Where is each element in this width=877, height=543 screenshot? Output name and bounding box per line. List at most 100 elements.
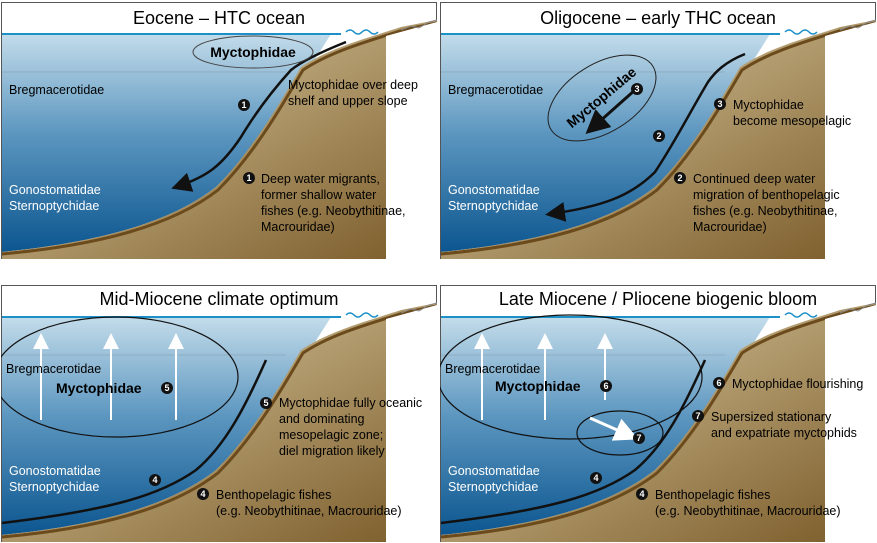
marker-7-number: 7 xyxy=(636,433,641,443)
note-line: Myctophidae flourishing xyxy=(732,377,863,391)
bregmacerotidae-label: Bregmacerotidae xyxy=(445,362,540,376)
note-line: Supersized stationary xyxy=(711,410,832,424)
note-line: fishes (e.g. Neobythitinae, xyxy=(693,204,838,218)
panel-mid-miocene: Mid-Miocene climate optimum Bregmaceroti… xyxy=(1,285,437,542)
note-lines: Myctophidae flourishing xyxy=(732,377,863,391)
panel-late-miocene: Late Miocene / Pliocene biogenic bloom B… xyxy=(440,285,876,542)
sternoptychidae-label: Sternoptychidae xyxy=(448,199,538,213)
gonostomatidae-label: Gonostomatidae xyxy=(9,183,101,197)
descent-arrow xyxy=(585,88,636,134)
seafloor-bottom xyxy=(440,21,876,256)
marker-4-number: 4 xyxy=(152,475,157,485)
seafloor-sediment xyxy=(2,20,437,259)
seafloor-sediment xyxy=(441,20,876,259)
land-area xyxy=(386,22,437,259)
coastline xyxy=(839,19,876,31)
migration-arrow xyxy=(545,52,746,222)
note-6-marker-icon xyxy=(713,377,725,389)
sternoptychidae-label: Sternoptychidae xyxy=(448,480,538,494)
note-6-marker-number: 6 xyxy=(716,378,721,388)
note-line: Myctophidae fully oceanic xyxy=(279,396,422,410)
gonostomatidae-label: Gonostomatidae xyxy=(9,464,101,478)
gonostomatidae-label: Gonostomatidae xyxy=(448,183,540,197)
marker-2-number: 2 xyxy=(656,131,661,141)
note-5-marker-icon xyxy=(260,397,272,409)
marker-5-number: 5 xyxy=(164,383,169,393)
myctophidae-label: Myctophidae xyxy=(495,378,581,394)
note-line: (e.g. Neobythitinae, Macrouridae) xyxy=(655,504,841,518)
note-5-marker-number: 5 xyxy=(263,398,268,408)
mesopelagic-ellipse xyxy=(1,316,239,438)
note-line: Macrouridae) xyxy=(261,220,335,234)
benthic-path xyxy=(1,359,268,525)
note-4-marker-number: 4 xyxy=(200,489,205,499)
note-lines: Deep water migrants, former shallow wate… xyxy=(261,172,409,234)
note-line: Macrouridae) xyxy=(693,220,767,234)
myctophidae-ellipse xyxy=(547,54,657,142)
note-line: Myctophidae xyxy=(733,98,804,112)
mesopelagic-ellipse xyxy=(440,314,703,440)
note-7-marker-icon xyxy=(692,410,704,422)
note-4-marker-icon xyxy=(197,488,209,500)
waves-icon xyxy=(784,29,818,35)
marker-6-icon xyxy=(600,380,612,392)
note-line: former shallow water xyxy=(261,188,376,202)
panel-title: Mid-Miocene climate optimum xyxy=(99,289,338,309)
marker-3-icon xyxy=(631,83,643,95)
note-line: Deep water migrants, xyxy=(261,172,380,186)
note-2-marker-icon xyxy=(674,172,686,184)
myctophidae-label: Myctophidae xyxy=(56,380,142,396)
note-3-marker-number: 3 xyxy=(717,99,722,109)
panel-oligocene-diagram: Oligocene – early THC ocean Myctophidae … xyxy=(440,2,876,259)
sternoptychidae-label: Sternoptychidae xyxy=(9,199,99,213)
migration-arrow xyxy=(171,40,347,192)
myctophidae-label: Myctophidae xyxy=(210,44,296,60)
note-lines: Benthopelagic fishes (e.g. Neobythitinae… xyxy=(655,488,841,518)
marker-4-icon xyxy=(590,472,602,484)
gonostomatidae-label: Gonostomatidae xyxy=(448,464,540,478)
ocean-water xyxy=(2,34,331,252)
note-3-marker-icon xyxy=(714,98,726,110)
coastline xyxy=(400,302,437,314)
marker-1-icon xyxy=(238,99,250,111)
note-1-marker-number: 1 xyxy=(246,173,251,183)
seafloor-sediment xyxy=(2,303,437,542)
note-line: become mesopelagic xyxy=(733,114,851,128)
note-line: Benthopelagic fishes xyxy=(655,488,770,502)
note-line: diel migration likely xyxy=(279,444,385,458)
sternoptychidae-label: Sternoptychidae xyxy=(9,480,99,494)
bregmacerotidae-label: Bregmacerotidae xyxy=(6,362,101,376)
panel-oligocene: Oligocene – early THC ocean Myctophidae … xyxy=(440,2,876,259)
note-line: migration of benthopelagic xyxy=(693,188,840,202)
seafloor-bottom xyxy=(440,304,876,539)
coastline xyxy=(400,19,437,31)
note-line: and dominating xyxy=(279,412,365,426)
land-area xyxy=(386,305,437,542)
marker-4-icon xyxy=(149,474,161,486)
marker-4-number: 4 xyxy=(593,473,598,483)
panel-title: Eocene – HTC ocean xyxy=(133,8,305,28)
note-7-marker-number: 7 xyxy=(695,411,700,421)
ocean-water xyxy=(2,317,331,535)
marker-5-icon xyxy=(161,382,173,394)
panel-late-miocene-diagram: Late Miocene / Pliocene biogenic bloom B… xyxy=(440,285,876,542)
panel-eocene-diagram: Eocene – HTC ocean Myctophidae Bregmacer… xyxy=(1,2,437,259)
myctophidae-ellipse xyxy=(192,35,314,69)
marker-7-icon xyxy=(633,432,645,444)
bregmacerotidae-label: Bregmacerotidae xyxy=(9,83,104,97)
note-line: shelf and upper slope xyxy=(288,94,408,108)
land-area xyxy=(825,22,876,259)
land-area xyxy=(825,305,876,542)
bregmacerotidae-label: Bregmacerotidae xyxy=(448,83,543,97)
marker-6-number: 6 xyxy=(603,381,608,391)
note-lines: Benthopelagic fishes (e.g. Neobythitinae… xyxy=(216,488,402,518)
supersized-ellipse xyxy=(576,410,664,456)
marker-1-number: 1 xyxy=(241,100,246,110)
note-lines: Myctophidae become mesopelagic xyxy=(733,98,851,128)
note-line: Benthopelagic fishes xyxy=(216,488,331,502)
panel-title: Oligocene – early THC ocean xyxy=(540,8,776,28)
benthic-path xyxy=(440,359,707,525)
note-lines: Myctophidae over deep shelf and upper sl… xyxy=(288,78,421,108)
note-line: Myctophidae over deep xyxy=(288,78,418,92)
coastline xyxy=(839,302,876,314)
